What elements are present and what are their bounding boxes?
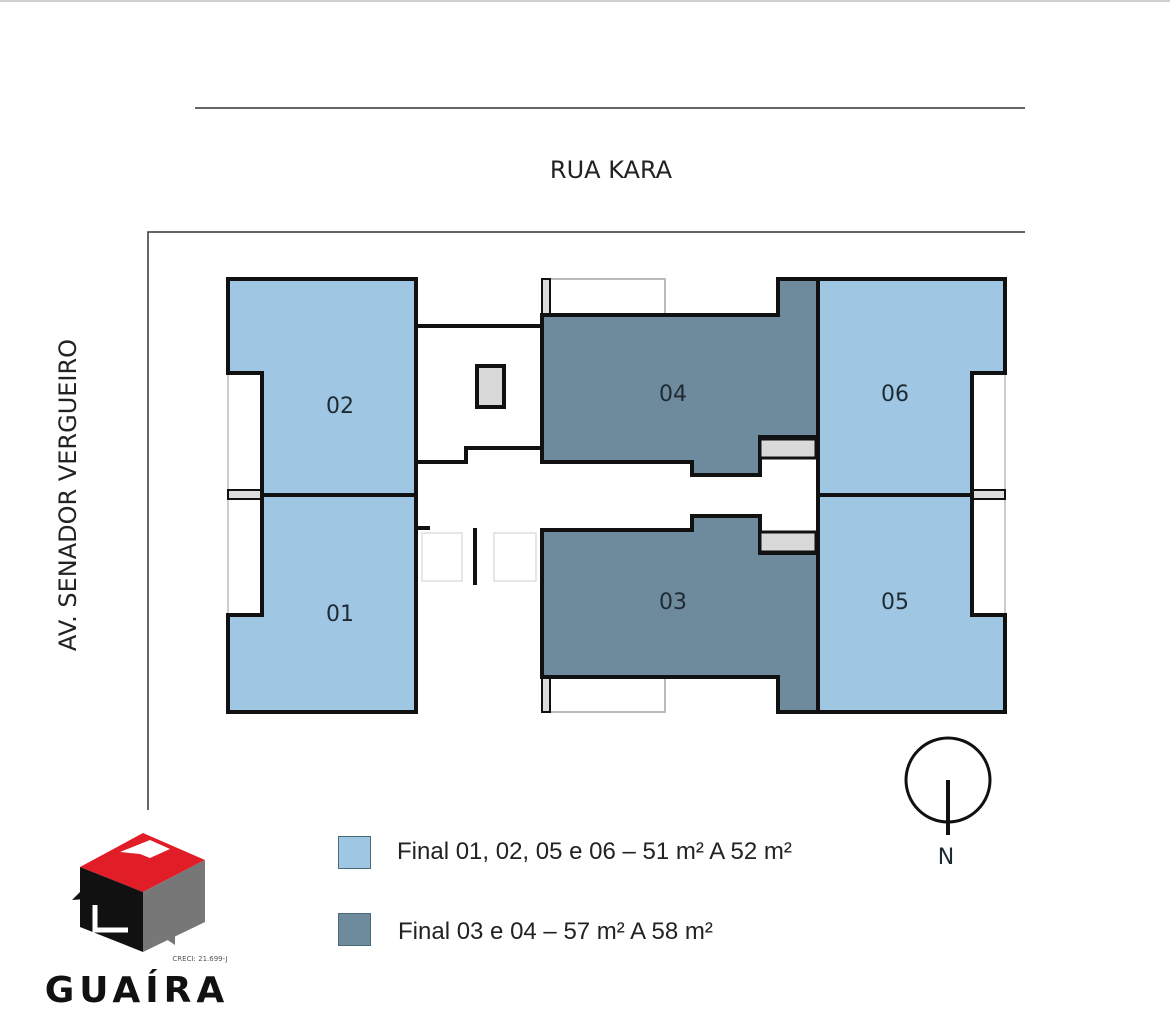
north-compass-icon xyxy=(904,736,992,835)
elevator xyxy=(493,532,537,582)
logo-creci: CRECI: 21.699-J xyxy=(172,955,227,963)
unit-label: 02 xyxy=(326,394,354,419)
unit-label: 03 xyxy=(659,590,687,615)
unit-05[interactable]: 05 xyxy=(816,493,1007,714)
unit-label: 01 xyxy=(326,602,354,627)
legend-label-large: Final 03 e 04 – 57 m² A 58 m² xyxy=(398,918,713,945)
compass-label: N xyxy=(938,845,954,870)
logo-brand: GUAÍRA xyxy=(45,969,230,1011)
street-north-label: RUA KARA xyxy=(550,156,673,184)
unit-label: 04 xyxy=(659,382,687,407)
street-west-label: AV. SENADOR VERGUEIRO xyxy=(54,339,82,651)
lot-boundary xyxy=(147,231,1025,810)
legend-swatch-small xyxy=(338,836,371,869)
guaira-logo: CRECI: 21.699-J GUAÍRA xyxy=(45,833,230,1011)
unit-01[interactable]: 01 xyxy=(226,493,418,714)
balcony xyxy=(541,278,666,316)
unit-04[interactable]: 04 xyxy=(540,277,820,477)
unit-label: 05 xyxy=(881,590,909,615)
elevator-shaft xyxy=(475,364,506,409)
elevator xyxy=(421,532,463,582)
balcony xyxy=(541,676,666,713)
legend-swatch-large xyxy=(338,913,371,946)
unit-label: 06 xyxy=(881,382,909,407)
core-wall xyxy=(416,446,542,464)
legend-label-small: Final 01, 02, 05 e 06 – 51 m² A 52 m² xyxy=(397,838,792,865)
top-border xyxy=(0,0,1170,2)
